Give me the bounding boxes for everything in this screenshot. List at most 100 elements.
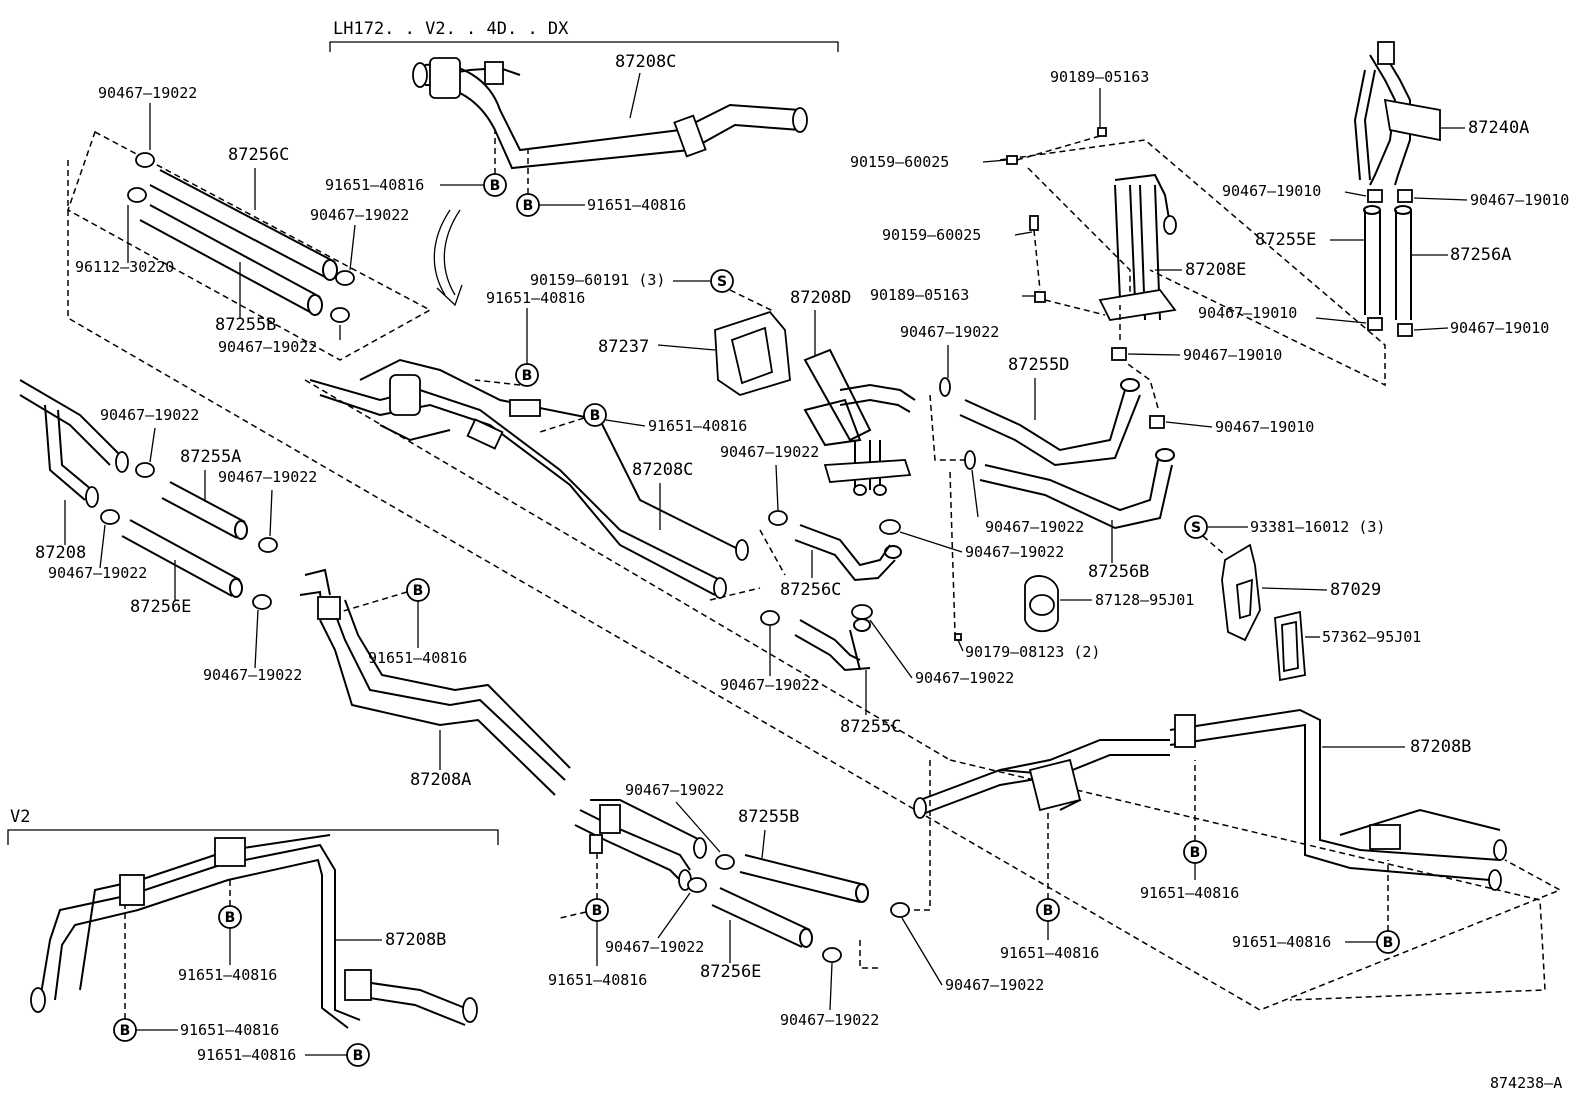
svg-text:B: B	[1043, 903, 1054, 919]
svg-text:B: B	[1383, 935, 1394, 951]
label-87256B: 87256B	[1088, 562, 1149, 582]
bolt-marker-right-3: B	[1376, 930, 1400, 954]
bolt-label-90189-05163-b: 90189–05163	[870, 286, 969, 304]
clamp-label-90467-19022-e: 90467–19022	[218, 468, 317, 486]
svg-text:B: B	[523, 198, 534, 214]
label-87208C-mid: 87208C	[632, 460, 693, 480]
screw-label-90159-60191: 90159–60191 (3)	[530, 271, 665, 289]
pipe-87208B-inset	[30, 834, 478, 1029]
label-87255D: 87255D	[1008, 355, 1069, 375]
bolt-marker-inset-1: B	[218, 905, 242, 929]
pipe-87208A	[299, 568, 571, 796]
hose-87255E	[1363, 205, 1381, 315]
hose-87255B-left	[139, 204, 323, 316]
svg-text:B: B	[590, 408, 601, 424]
clamp-label-90467-19010-d: 90467–19010	[1470, 191, 1569, 209]
label-87256A: 87256A	[1450, 245, 1511, 265]
part-87128-95J01	[1024, 575, 1059, 633]
svg-text:B: B	[490, 178, 501, 194]
clamp-label-90467-19022-j: 90467–19022	[985, 518, 1084, 536]
bolt-label-90159-60025-a: 90159–60025	[850, 153, 949, 171]
bolt-label-91651-40816-c: 91651–40816	[180, 1021, 279, 1039]
hose-87255C	[794, 618, 871, 672]
clamp-label-90467-19022-c: 90467–19022	[218, 338, 317, 356]
bolt-marker-right-1: B	[1183, 840, 1207, 864]
label-87208A: 87208A	[410, 770, 471, 790]
label-87208B-inset: 87208B	[385, 930, 446, 950]
bolt-marker-right-2: B	[1036, 898, 1060, 922]
svg-text:S: S	[1191, 520, 1201, 536]
bolt-label-90189-05163-a: 90189–05163	[1050, 68, 1149, 86]
part-87237	[714, 310, 791, 396]
clamp-label-90467-19022-b: 90467–19022	[310, 206, 409, 224]
pipe-87208B-right	[913, 708, 1507, 891]
pipe-87208C-mid	[309, 358, 749, 599]
part-87208D	[803, 348, 916, 496]
hose-87256E-bottom	[711, 887, 813, 948]
label-87208D: 87208D	[790, 288, 851, 308]
part-label-57362-95J01: 57362–95J01	[1322, 628, 1421, 646]
clamp-label-90467-19022-a: 90467–19022	[98, 84, 197, 102]
assembly-frames	[67, 130, 1562, 1011]
svg-text:B: B	[592, 903, 603, 919]
clamp-label-90467-19022-f: 90467–19022	[48, 564, 147, 582]
svg-text:B: B	[353, 1048, 364, 1064]
clamp-label-90467-19022-l: 90467–19022	[720, 676, 819, 694]
hose-87255A	[161, 481, 248, 540]
label-87208C-top: 87208C	[615, 52, 676, 72]
clamp-label-90467-19022-p: 90467–19022	[780, 1011, 879, 1029]
part-87208E	[1098, 173, 1177, 321]
pipe-87208C-top	[412, 57, 808, 170]
label-87208B-right: 87208B	[1410, 737, 1471, 757]
clamp-label-96112-30220: 96112–30220	[75, 258, 174, 276]
clamp-label-90467-19022-o: 90467–19022	[605, 938, 704, 956]
bolt-label-90159-60025-b: 90159–60025	[882, 226, 981, 244]
clamp-label-90467-19022-k: 90467–19022	[965, 543, 1064, 561]
bolt-label-91651-40816-e: 91651–40816	[325, 176, 424, 194]
screw-marker-87237: S	[710, 269, 734, 293]
label-87208E: 87208E	[1185, 260, 1246, 280]
clamp-label-90179-08123: 90179–08123 (2)	[965, 643, 1100, 661]
hose-87255D	[959, 378, 1141, 467]
bolt-marker-inset-2: B	[113, 1018, 137, 1042]
clamp-label-90467-19010-c: 90467–19010	[1222, 182, 1321, 200]
clamp-label-90467-19010-f: 90467–19010	[1450, 319, 1549, 337]
variant-inset-label: V2	[10, 807, 30, 827]
pipe-87208	[19, 379, 129, 508]
hose-87256E-left	[121, 519, 243, 598]
variant-bracket-main	[329, 41, 839, 52]
svg-text:B: B	[120, 1023, 131, 1039]
clamp-label-90467-19022-m: 90467–19022	[915, 669, 1014, 687]
fasteners-top-right	[1006, 127, 1107, 303]
clamp-label-90467-19022-n: 90467–19022	[625, 781, 724, 799]
variant-bracket-inset	[7, 829, 499, 845]
bolt-label-91651-40816-b: 91651–40816	[178, 966, 277, 984]
part-87029	[1221, 543, 1261, 642]
bolt-label-91651-40816-f: 91651–40816	[587, 196, 686, 214]
label-87237: 87237	[598, 337, 649, 357]
part-57362-95J01	[1274, 610, 1306, 682]
bolt-marker-bottom-mid: B	[585, 898, 609, 922]
bolt-marker-inset-3: B	[346, 1043, 370, 1067]
bolt-label-91651-40816-j: 91651–40816	[1140, 884, 1239, 902]
hose-clamps-19010	[1111, 189, 1413, 429]
label-87255C: 87255C	[840, 717, 901, 737]
hose-clamps-bottom	[687, 854, 910, 963]
bolt-marker-mid-1: B	[515, 363, 539, 387]
direction-arrow	[433, 209, 463, 307]
label-87256E-bottom: 87256E	[700, 962, 761, 982]
hose-87256C-left	[149, 169, 338, 281]
clamp-label-90467-19010-b: 90467–19010	[1215, 418, 1314, 436]
screw-marker-87029: S	[1184, 515, 1208, 539]
hose-clamps-upper-left	[100, 462, 278, 610]
screw-label-93381-16012: 93381–16012 (3)	[1250, 518, 1385, 536]
svg-text:S: S	[717, 274, 727, 290]
clamp-label-90467-19022-h: 90467–19022	[900, 323, 999, 341]
bolt-label-91651-40816-h: 91651–40816	[648, 417, 747, 435]
bolt-label-91651-40816-d: 91651–40816	[197, 1046, 296, 1064]
part-87240A	[1353, 41, 1441, 186]
bolt-marker-mid-2: B	[583, 403, 607, 427]
label-87240A: 87240A	[1468, 118, 1529, 138]
label-87256C-mid: 87256C	[780, 580, 841, 600]
hose-87256C-mid	[794, 524, 902, 582]
